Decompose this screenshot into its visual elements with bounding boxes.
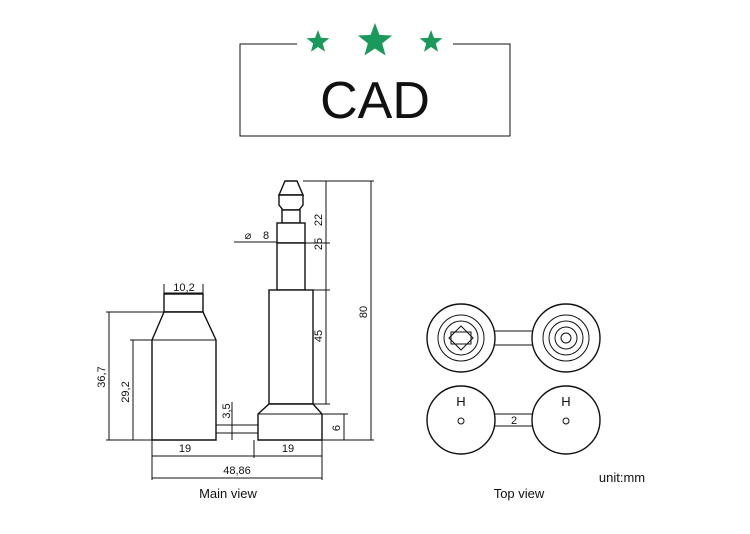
dim-upper-22: 22 — [313, 214, 325, 226]
dim-overall-80: 80 — [358, 306, 370, 318]
star-icon — [419, 30, 443, 52]
main-view-body — [151, 293, 258, 441]
dim-head-width: 10,2 — [173, 282, 194, 294]
star-icon — [306, 30, 330, 52]
star-shape — [357, 23, 393, 56]
top-view-upper — [426, 303, 601, 373]
star-icon — [357, 23, 393, 56]
star-shape — [419, 30, 443, 52]
dim-diameter: 8 — [263, 230, 269, 242]
dim-total-height: 36,7 — [96, 366, 108, 387]
dimension-lines — [106, 180, 374, 480]
top-view-bridge-dim: 2 — [511, 415, 517, 427]
dim-base-left: 19 — [179, 443, 191, 455]
dim-upper-25: 25 — [313, 238, 325, 250]
dim-gap: 3,5 — [221, 403, 233, 418]
page-title: CAD — [320, 72, 430, 130]
unit-label: unit:mm — [599, 470, 645, 485]
main-view-pin — [257, 180, 323, 441]
top-view-lower — [426, 385, 601, 455]
main-view-caption: Main view — [199, 486, 257, 501]
top-view-letter-left: H — [456, 394, 465, 409]
dim-body-height: 29,2 — [120, 381, 132, 402]
header-frame: CAD — [239, 23, 511, 137]
dim-base-right: 19 — [282, 443, 294, 455]
top-view-letter-right: H — [561, 394, 570, 409]
dim-overall-width: 48,86 — [223, 465, 251, 477]
top-view-caption: Top view — [494, 486, 545, 501]
dim-shaft-45: 45 — [313, 330, 325, 342]
star-shape — [306, 30, 330, 52]
dim-diameter-symbol: ⌀ — [245, 230, 252, 242]
dim-base-6: 6 — [331, 425, 343, 431]
